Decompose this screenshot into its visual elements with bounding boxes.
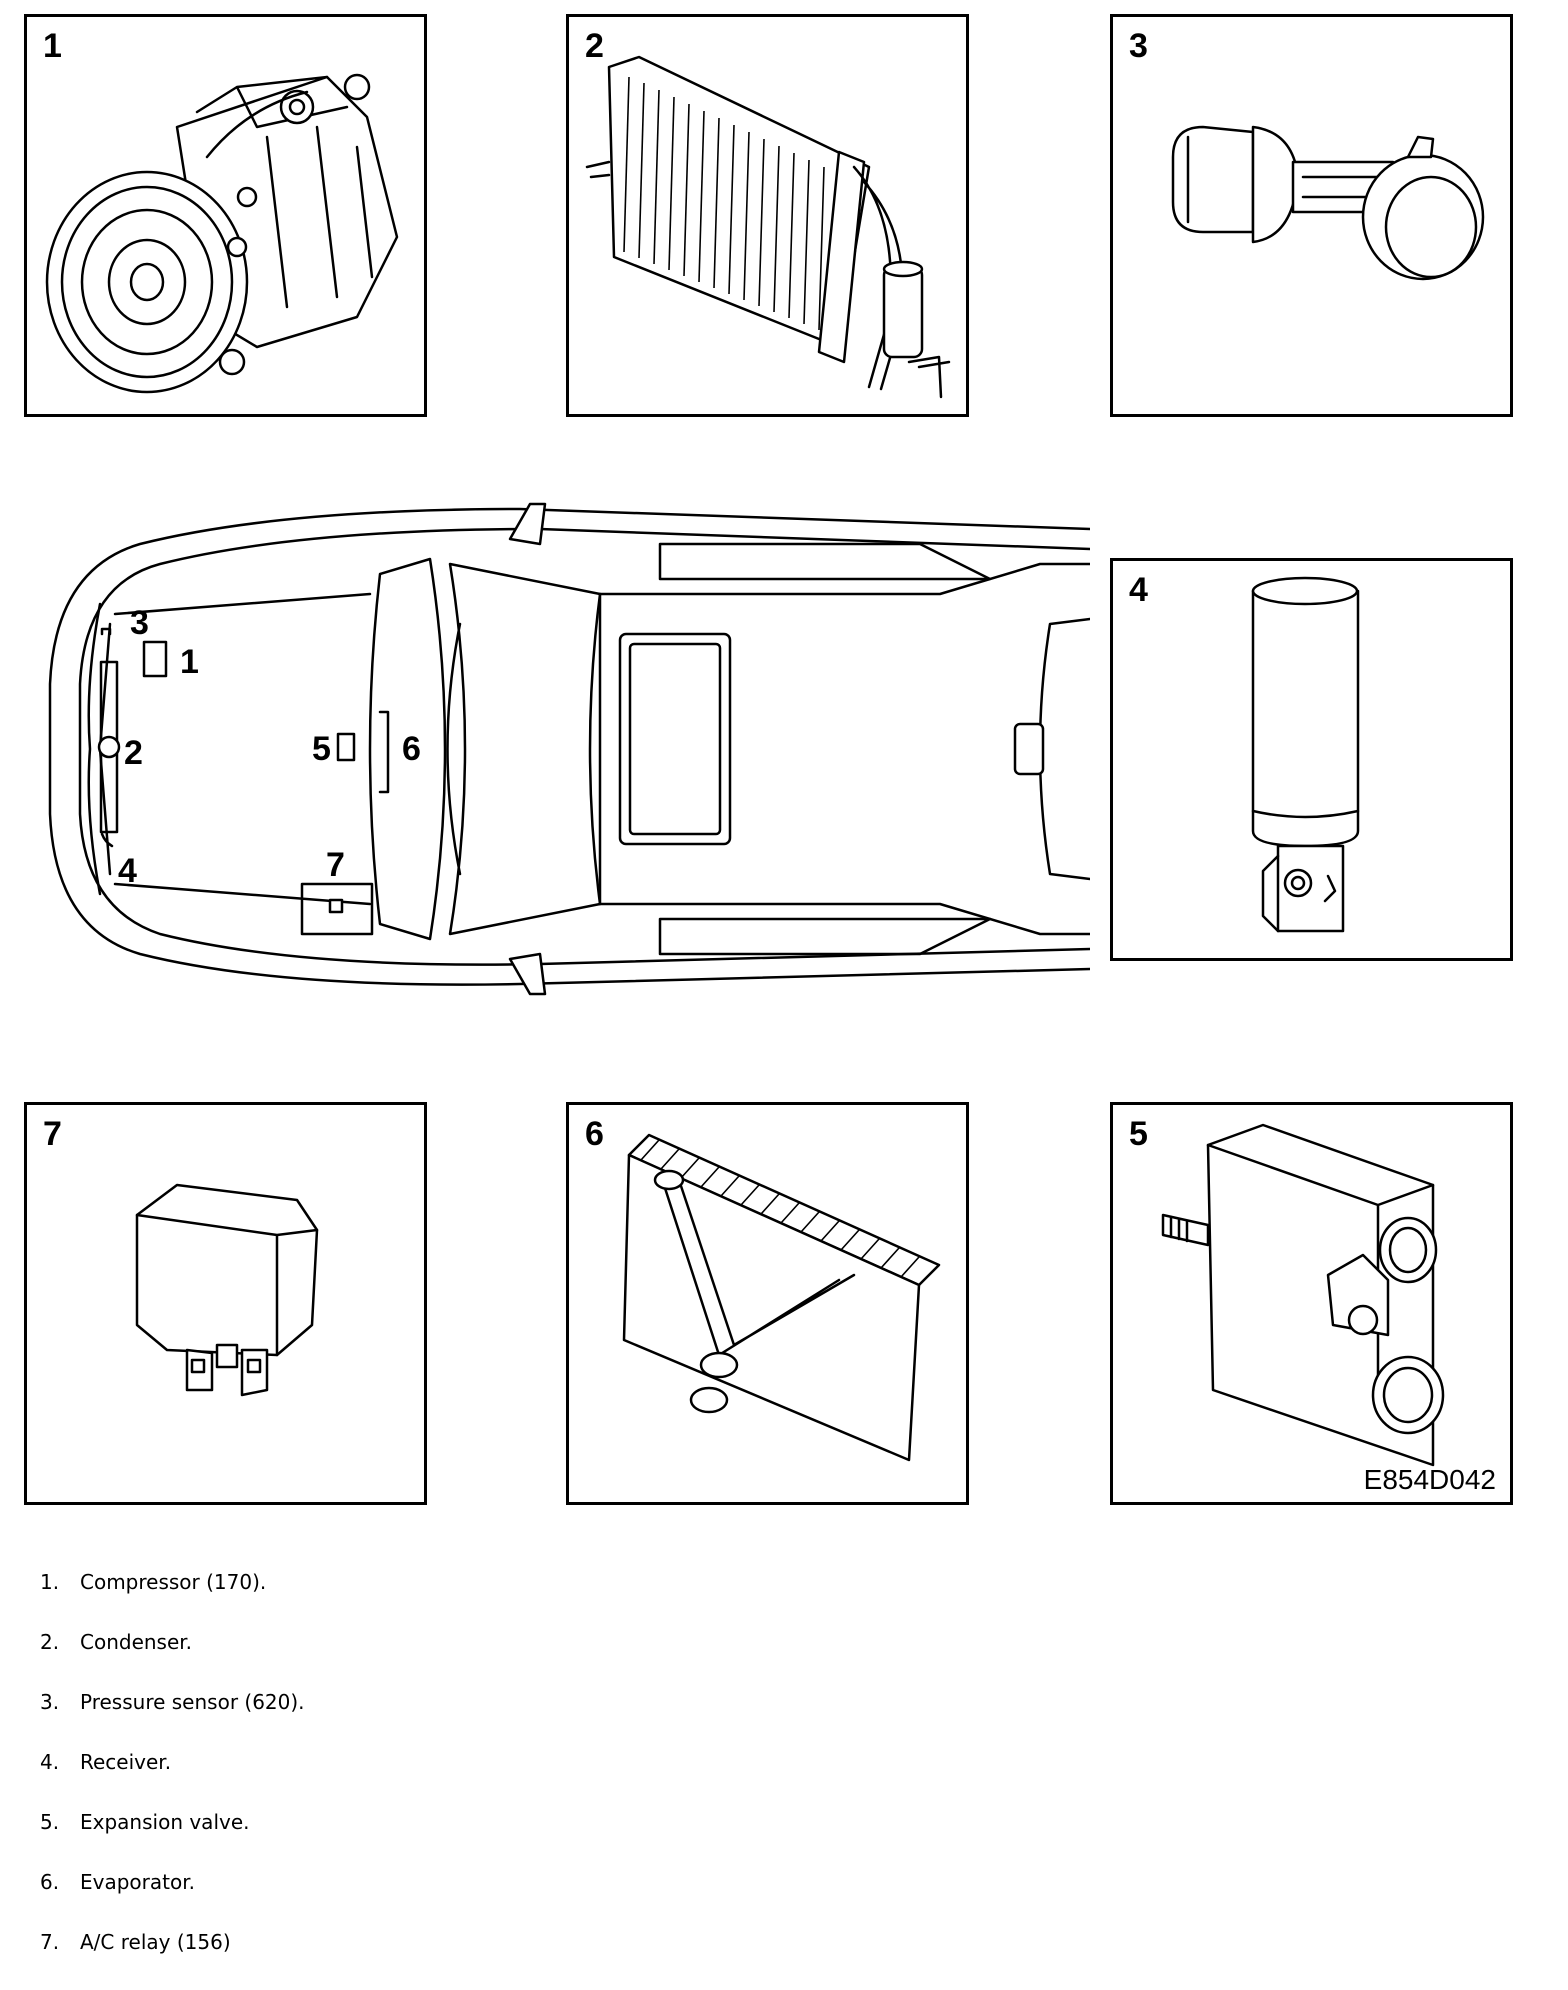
panel-pressure-sensor: 3 bbox=[1110, 14, 1513, 417]
panel-number: 7 bbox=[43, 1115, 62, 1153]
panel-compressor: 1 bbox=[24, 14, 427, 417]
car-label-5: 5 bbox=[312, 730, 331, 768]
panel-condenser: 2 bbox=[566, 14, 969, 417]
evaporator-icon bbox=[622, 1133, 941, 1462]
figure-code: E854D042 bbox=[1363, 1464, 1496, 1495]
panel-receiver: 4 bbox=[1110, 558, 1513, 961]
panel-expansion-valve: 5 E854D042 bbox=[1110, 1102, 1513, 1505]
compressor-icon bbox=[45, 73, 399, 394]
car-label-1: 1 bbox=[180, 643, 199, 681]
panel-ac-relay: 7 bbox=[24, 1102, 427, 1505]
panel-number: 4 bbox=[1129, 571, 1148, 609]
pressure-sensor-icon bbox=[1171, 125, 1485, 281]
ac-relay-icon bbox=[135, 1183, 319, 1397]
car-label-4: 4 bbox=[118, 852, 137, 890]
panel-number: 6 bbox=[585, 1115, 604, 1153]
condenser-icon bbox=[585, 55, 951, 399]
car-label-7: 7 bbox=[326, 846, 345, 884]
panel-number: 5 bbox=[1129, 1115, 1148, 1153]
car-label-6: 6 bbox=[402, 730, 421, 768]
car-top-view-diagram: 3 1 2 4 5 6 7 bbox=[48, 502, 1090, 996]
receiver-icon bbox=[1251, 576, 1360, 933]
car-label-3: 3 bbox=[130, 604, 149, 642]
panel-number: 2 bbox=[585, 27, 604, 65]
car-label-2: 2 bbox=[124, 734, 143, 772]
expansion-valve-icon bbox=[1161, 1123, 1445, 1467]
panel-number: 1 bbox=[43, 27, 62, 65]
panel-number: 3 bbox=[1129, 27, 1148, 65]
panel-evaporator: 6 bbox=[566, 1102, 969, 1505]
